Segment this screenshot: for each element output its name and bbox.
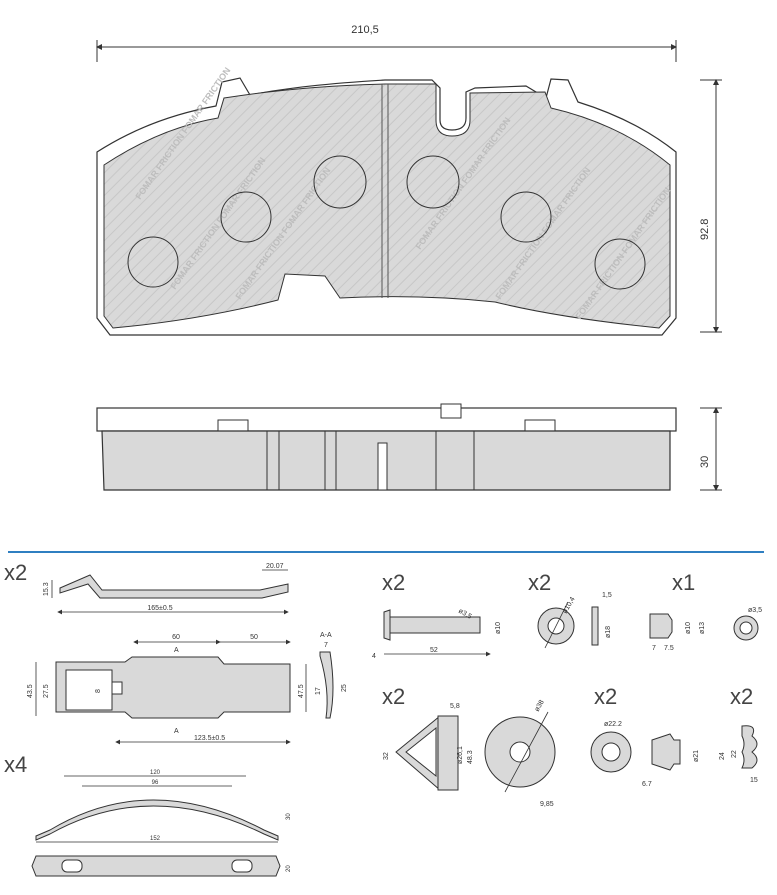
svg-text:48.3: 48.3 [467, 750, 474, 764]
svg-text:27.5: 27.5 [43, 684, 50, 698]
svg-text:96: 96 [152, 780, 159, 786]
svg-text:ø38: ø38 [534, 699, 546, 713]
svg-text:20.07: 20.07 [266, 563, 284, 570]
svg-text:5,8: 5,8 [450, 703, 460, 710]
rivet-holes [127, 155, 646, 290]
svg-text:15.3: 15.3 [43, 582, 50, 596]
svg-text:43.5: 43.5 [27, 684, 34, 698]
svg-text:20: 20 [286, 865, 292, 872]
svg-text:165±0.5: 165±0.5 [147, 605, 172, 612]
svg-text:ø21: ø21 [693, 750, 700, 762]
svg-text:A: A [174, 728, 179, 735]
spring-clip-drawing: x2 165±0.5 15.3 20.07 [4, 560, 289, 615]
height-dimension-label: 92.8 [699, 219, 711, 240]
plate-drawing: 60 50 A A 43.5 27.5 8 123.5±0.5 47.5 A-A… [27, 632, 348, 745]
svg-text:4: 4 [372, 653, 376, 660]
svg-text:7: 7 [652, 645, 656, 652]
svg-text:152: 152 [150, 836, 161, 842]
thickness-dimension-label: 30 [699, 456, 711, 468]
svg-text:ø13: ø13 [699, 622, 706, 634]
main-pad-top-view: 210,5 FOMAR FRICTION FOMAR FRICTION FOMA… [96, 24, 722, 336]
svg-text:1,5: 1,5 [602, 592, 612, 599]
svg-text:ø3,5: ø3,5 [748, 607, 762, 614]
bushing-qty: x1 [672, 570, 695, 595]
svg-text:ø10: ø10 [495, 622, 502, 634]
svg-text:8: 8 [95, 689, 102, 693]
svg-text:22: 22 [731, 750, 738, 758]
clip-drawing: x2 24 22 15 [719, 684, 758, 784]
main-pad-side-view: 30 [96, 403, 722, 491]
cap-drawing: x2 5,8 32 ø26,1 48.3 ø38 9,85 [382, 684, 556, 808]
retainer-qty: x4 [4, 752, 27, 777]
svg-text:ø22.2: ø22.2 [604, 721, 622, 728]
svg-text:123.5±0.5: 123.5±0.5 [194, 735, 225, 742]
svg-text:7.5: 7.5 [664, 645, 674, 652]
svg-text:7: 7 [324, 642, 328, 649]
clip-qty: x2 [730, 684, 753, 709]
svg-text:A: A [174, 647, 179, 654]
svg-text:25: 25 [341, 684, 348, 692]
svg-text:60: 60 [172, 634, 180, 641]
grommet-drawing: x2 ø22.2 ø21 6.7 [590, 684, 700, 788]
width-dimension-label: 210,5 [351, 24, 379, 36]
svg-text:47.5: 47.5 [298, 684, 305, 698]
svg-text:15: 15 [750, 777, 758, 784]
svg-text:32: 32 [383, 752, 390, 760]
svg-text:6.7: 6.7 [642, 781, 652, 788]
retainer-drawing: x4 120 96 152 30 20 [4, 752, 292, 877]
washer-qty: x2 [528, 570, 551, 595]
svg-text:52: 52 [430, 647, 438, 654]
bushing-drawing: x1 ø10 ø13 7 7.5 ø3,5 [649, 570, 762, 652]
cap-qty: x2 [382, 684, 405, 709]
pin-drawing: x2 ø3,5 ø10 4 52 [372, 570, 502, 660]
svg-text:A-A: A-A [320, 632, 332, 639]
svg-text:ø26,1: ø26,1 [457, 746, 464, 764]
svg-text:30: 30 [286, 813, 292, 820]
svg-text:50: 50 [250, 634, 258, 641]
pin-qty: x2 [382, 570, 405, 595]
friction-material [103, 83, 671, 329]
svg-text:ø10: ø10 [685, 622, 692, 634]
spring-clip-qty: x2 [4, 560, 27, 585]
svg-text:17: 17 [315, 687, 322, 695]
svg-text:24: 24 [719, 752, 726, 760]
grommet-qty: x2 [594, 684, 617, 709]
svg-text:ø10,4: ø10,4 [562, 596, 577, 615]
svg-text:9,85: 9,85 [540, 801, 554, 808]
svg-text:120: 120 [150, 770, 161, 776]
washer-drawing: x2 ø10,4 1,5 ø18 [528, 570, 612, 649]
svg-text:ø18: ø18 [605, 626, 612, 638]
